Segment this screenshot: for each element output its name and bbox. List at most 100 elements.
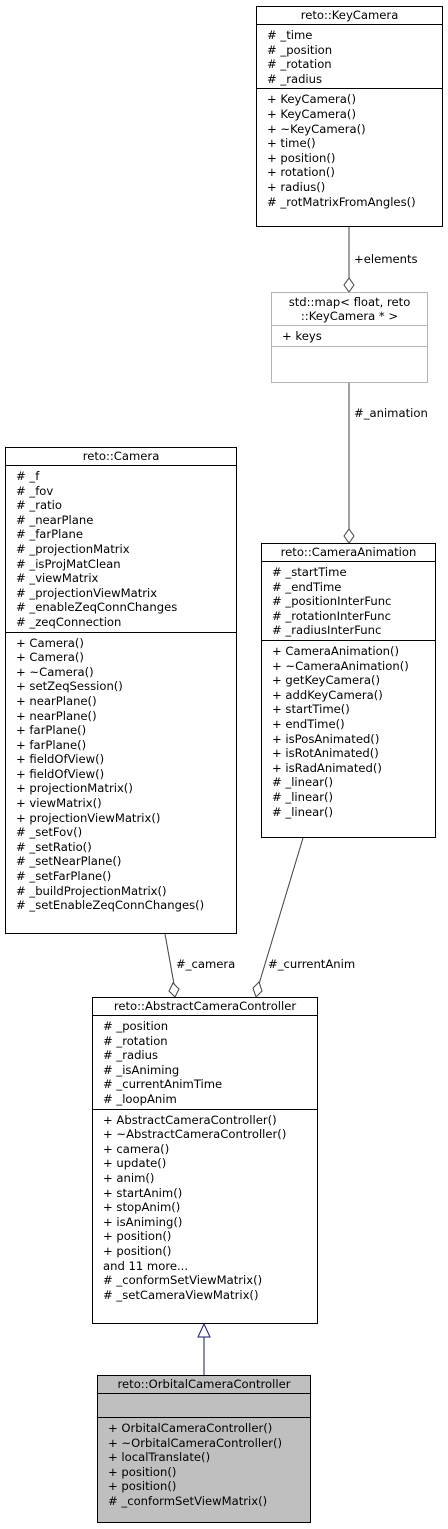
- member-item[interactable]: # _loopAnim: [103, 1091, 177, 1106]
- member-item[interactable]: # _f: [16, 469, 40, 483]
- member-item[interactable]: # _zeqConnection: [16, 614, 122, 629]
- member-item[interactable]: # _buildProjectionMatrix(): [16, 883, 167, 898]
- class-orbital-camera-controller[interactable]: reto::OrbitalCameraController + OrbitalC…: [97, 1375, 311, 1523]
- member-item[interactable]: # _rotation: [267, 57, 332, 72]
- member-item[interactable]: + isAniming(): [103, 1214, 183, 1229]
- member-item[interactable]: # _setCameraViewMatrix(): [103, 1287, 259, 1302]
- member-item[interactable]: # _rotationInterFunc: [272, 608, 391, 623]
- member-item[interactable]: # _positionInterFunc: [272, 594, 392, 609]
- member-item[interactable]: + position(): [108, 1464, 177, 1479]
- aggregation-diamond-camera: [168, 982, 180, 998]
- class-title: std::map< float, reto ::KeyCamera * >: [272, 293, 427, 325]
- member-item[interactable]: + ~AbstractCameraController(): [103, 1127, 287, 1142]
- member-item[interactable]: + addKeyCamera(): [272, 687, 383, 702]
- member-item[interactable]: + anim(): [103, 1170, 155, 1185]
- member-item[interactable]: + ~OrbitalCameraController(): [108, 1435, 283, 1450]
- inheritance-arrow: [197, 1322, 211, 1338]
- member-item[interactable]: # _linear(): [272, 789, 334, 804]
- member-item[interactable]: # _projectionMatrix: [16, 541, 130, 556]
- member-item[interactable]: # _fov: [16, 483, 54, 498]
- member-item[interactable]: + Camera(): [16, 650, 84, 665]
- member-item[interactable]: + position(): [103, 1229, 172, 1244]
- member-item[interactable]: + farPlane(): [16, 723, 87, 738]
- member-item[interactable]: # _conformSetViewMatrix(): [103, 1273, 263, 1288]
- member-item[interactable]: + isRotAnimated(): [272, 746, 379, 761]
- member-item[interactable]: + rotation(): [267, 165, 335, 180]
- member-item[interactable]: + ~Camera(): [16, 664, 94, 679]
- class-abstract-camera-controller[interactable]: reto::AbstractCameraController # _positi…: [92, 997, 318, 1324]
- member-item[interactable]: + position(): [103, 1243, 172, 1258]
- member-item[interactable]: + AbstractCameraController(): [103, 1112, 277, 1127]
- member-item[interactable]: # _endTime: [272, 579, 342, 594]
- member-item[interactable]: + time(): [267, 136, 316, 151]
- member-item[interactable]: # _position: [267, 42, 333, 57]
- attributes-section: # _f# _fov# _ratio# _nearPlane# _farPlan…: [6, 465, 236, 632]
- member-item[interactable]: + fieldOfView(): [16, 752, 105, 767]
- member-item[interactable]: + OrbitalCameraController(): [108, 1421, 273, 1435]
- member-item[interactable]: # _rotMatrixFromAngles(): [267, 194, 416, 209]
- member-item[interactable]: + farPlane(): [16, 737, 87, 752]
- member-item[interactable]: + keys: [282, 329, 322, 343]
- class-camera-animation[interactable]: reto::CameraAnimation # _startTime# _end…: [261, 543, 436, 838]
- edge-current-anim: [258, 837, 304, 985]
- member-item[interactable]: + position(): [267, 150, 336, 165]
- methods-section: + CameraAnimation()+ ~CameraAnimation()+…: [262, 639, 435, 821]
- class-camera[interactable]: reto::Camera # _f# _fov# _ratio# _nearPl…: [5, 447, 237, 934]
- member-item[interactable]: + isPosAnimated(): [272, 731, 380, 746]
- member-item[interactable]: + endTime(): [272, 716, 345, 731]
- member-item[interactable]: + fieldOfView(): [16, 766, 105, 781]
- member-item[interactable]: + KeyCamera(): [267, 106, 356, 121]
- member-item[interactable]: + projectionViewMatrix(): [16, 810, 161, 825]
- class-key-camera[interactable]: reto::KeyCamera # _time# _position# _rot…: [256, 6, 443, 227]
- member-item[interactable]: + localTranslate(): [108, 1450, 211, 1465]
- member-item[interactable]: # _time: [267, 28, 313, 42]
- member-item[interactable]: # _linear(): [272, 804, 334, 819]
- member-item[interactable]: and 11 more...: [103, 1258, 189, 1273]
- member-item[interactable]: + isRadAnimated(): [272, 760, 382, 775]
- member-item[interactable]: # _conformSetViewMatrix(): [108, 1493, 268, 1508]
- methods-section: [272, 345, 427, 363]
- member-item[interactable]: # _position: [103, 1019, 169, 1033]
- member-item[interactable]: + CameraAnimation(): [272, 643, 400, 658]
- member-item[interactable]: # _ratio: [16, 498, 62, 513]
- member-item[interactable]: # _setFov(): [16, 825, 83, 840]
- member-item[interactable]: + startTime(): [272, 702, 350, 717]
- member-item[interactable]: # _setNearPlane(): [16, 854, 122, 869]
- member-item[interactable]: + radius(): [267, 179, 326, 194]
- member-item[interactable]: # _isProjMatClean: [16, 556, 121, 571]
- member-item[interactable]: + KeyCamera(): [267, 92, 356, 107]
- member-item[interactable]: # _farPlane: [16, 527, 83, 542]
- member-item[interactable]: # _viewMatrix: [16, 571, 99, 586]
- member-item[interactable]: + setZeqSession(): [16, 679, 123, 694]
- member-item[interactable]: + projectionMatrix(): [16, 781, 133, 796]
- member-item[interactable]: + position(): [108, 1479, 177, 1494]
- class-std-map[interactable]: std::map< float, reto ::KeyCamera * > + …: [271, 292, 428, 383]
- member-item[interactable]: + update(): [103, 1156, 167, 1171]
- member-item[interactable]: # _linear(): [272, 775, 334, 790]
- member-item[interactable]: + ~CameraAnimation(): [272, 658, 409, 673]
- member-item[interactable]: # _startTime: [272, 565, 347, 579]
- member-item[interactable]: + Camera(): [16, 635, 84, 650]
- member-item[interactable]: + camera(): [103, 1141, 170, 1156]
- member-item[interactable]: + viewMatrix(): [16, 796, 102, 811]
- class-title: reto::KeyCamera: [300, 8, 399, 22]
- member-item[interactable]: # _nearPlane: [16, 512, 94, 527]
- member-item[interactable]: + stopAnim(): [103, 1200, 181, 1215]
- member-item[interactable]: # _isAniming: [103, 1062, 180, 1077]
- member-item[interactable]: # _rotation: [103, 1033, 168, 1048]
- member-item[interactable]: # _enableZeqConnChanges: [16, 600, 178, 615]
- member-item[interactable]: # _radiusInterFunc: [272, 623, 382, 638]
- aggregation-diamond-animation: [343, 528, 355, 544]
- member-item[interactable]: # _currentAnimTime: [103, 1077, 223, 1092]
- member-item[interactable]: + startAnim(): [103, 1185, 183, 1200]
- member-item[interactable]: + nearPlane(): [16, 693, 97, 708]
- member-item[interactable]: # _projectionViewMatrix: [16, 585, 158, 600]
- member-item[interactable]: # _radius: [267, 71, 323, 86]
- member-item[interactable]: + nearPlane(): [16, 708, 97, 723]
- member-item[interactable]: # _setFarPlane(): [16, 869, 112, 884]
- member-item[interactable]: # _setEnableZeqConnChanges(): [16, 898, 205, 913]
- member-item[interactable]: # _radius: [103, 1048, 159, 1063]
- member-item[interactable]: + ~KeyCamera(): [267, 121, 366, 136]
- member-item[interactable]: + getKeyCamera(): [272, 673, 381, 688]
- member-item[interactable]: # _setRatio(): [16, 839, 92, 854]
